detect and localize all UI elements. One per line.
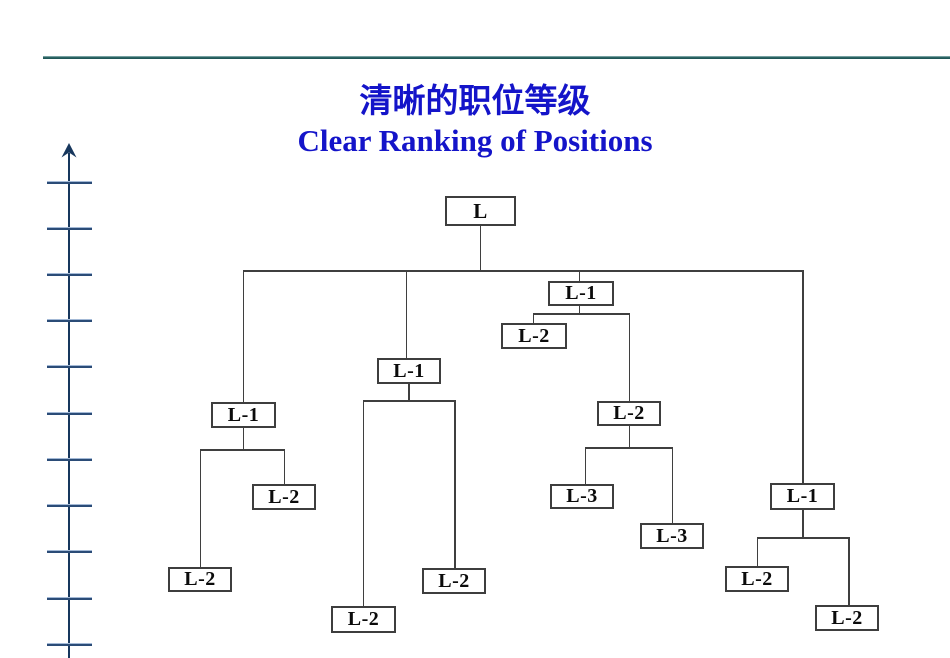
axis-tick: [47, 412, 92, 415]
axis-tick: [47, 504, 92, 507]
connector-line: [199, 449, 201, 567]
axis-tick: [47, 458, 92, 461]
axis-arrow-up-icon: [61, 143, 77, 158]
org-node: L-1: [548, 281, 614, 306]
axis-tick: [47, 550, 92, 553]
axis-tick: [47, 273, 92, 276]
axis-tick: [47, 365, 92, 368]
org-node: L-2: [422, 568, 486, 594]
connector-line: [578, 270, 580, 281]
org-node: L-2: [597, 401, 661, 426]
connector-line: [628, 313, 630, 401]
connector-line: [243, 270, 804, 272]
org-node: L-2: [501, 323, 567, 349]
org-node: L-2: [252, 484, 316, 510]
axis-tick: [47, 597, 92, 600]
connector-line: [408, 384, 410, 400]
org-node: L-2: [815, 605, 879, 631]
connector-line: [802, 270, 804, 483]
axis-tick: [47, 319, 92, 322]
org-node: L-1: [770, 483, 835, 510]
connector-line: [628, 426, 630, 447]
connector-line: [757, 537, 849, 539]
axis-tick: [47, 181, 92, 184]
connector-line: [578, 306, 580, 313]
connector-line: [802, 508, 804, 537]
org-node: L-2: [168, 567, 232, 592]
connector-line: [363, 400, 455, 402]
org-node: L-2: [331, 606, 396, 633]
connector-line: [454, 400, 456, 568]
org-node: L-1: [377, 358, 441, 384]
title-chinese: 清晰的职位等级: [359, 84, 591, 120]
connector-line: [756, 537, 758, 566]
connector-line: [242, 270, 244, 402]
connector-line: [405, 270, 407, 358]
title-english: Clear Ranking of Positions: [297, 123, 653, 158]
connector-line: [532, 313, 534, 323]
org-node: L-1: [211, 402, 276, 428]
org-node: L-3: [550, 484, 614, 509]
connector-line: [283, 449, 285, 484]
axis-tick: [47, 643, 92, 646]
org-node: L-2: [725, 566, 789, 592]
connector-line: [671, 447, 673, 523]
connector-line: [362, 400, 364, 606]
connector-line: [584, 447, 586, 484]
connector-line: [479, 226, 481, 270]
axis-tick: [47, 227, 92, 230]
connector-line: [242, 428, 244, 449]
connector-line: [200, 449, 284, 451]
connector-line: [533, 313, 629, 315]
axis-vertical-line: [68, 153, 70, 658]
org-node: L-3: [640, 523, 704, 549]
org-node-root: L: [445, 196, 516, 226]
connector-line: [585, 447, 672, 449]
top-divider-line: [43, 56, 950, 59]
connector-line: [848, 537, 850, 605]
slide-title: 清晰的职位等级 Clear Ranking of Positions: [0, 82, 950, 159]
